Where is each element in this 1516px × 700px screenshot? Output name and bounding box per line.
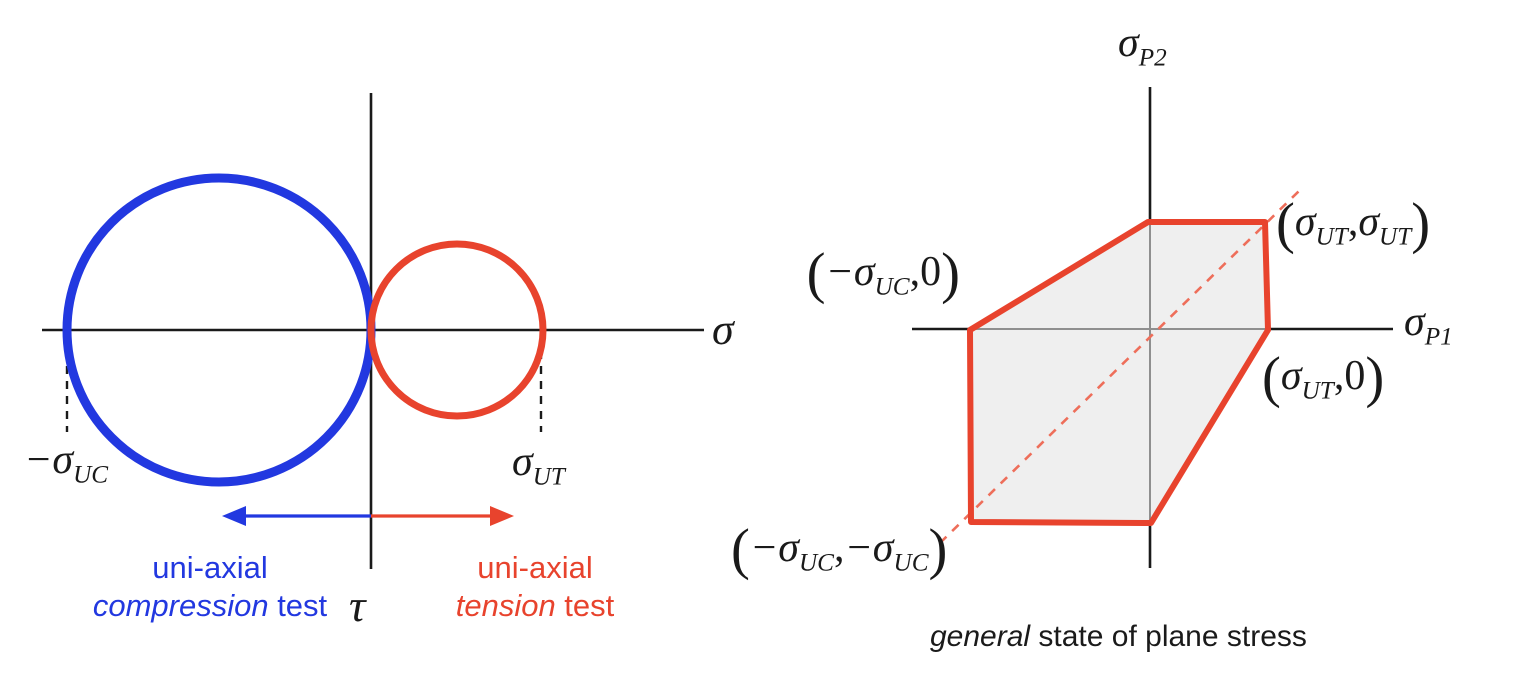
compression-caption-line2: compression test — [92, 588, 328, 623]
corner-label-neg-uc-neg-uc: (−σUC,−σUC) — [731, 518, 948, 581]
failure-envelope-outline — [967, 219, 1271, 526]
sigma-ut-label: σUT — [512, 439, 565, 491]
tau-axis-label: τ — [349, 580, 366, 631]
tension-caption-line2: tension test — [455, 588, 615, 623]
tension-test-caption: uni-axial tension test — [400, 549, 670, 625]
tension-mohr-circle — [367, 240, 547, 420]
sigma-axis-label: σ — [712, 305, 734, 354]
failure-envelope-fill — [970, 222, 1268, 523]
figure-caption: general state of plane stress — [930, 620, 1307, 653]
corner-label-ut-ut: (σUT,σUT) — [1276, 192, 1431, 255]
compression-arrowhead — [222, 506, 246, 526]
neg-sigma-uc-label: −σUC — [24, 437, 109, 489]
sigma-p2-axis-label: σP2 — [1118, 20, 1167, 72]
tension-caption-line1: uni-axial — [477, 550, 593, 585]
corner-label-neg-uc-0: (−σUC,0) — [806, 242, 960, 305]
tension-arrowhead — [490, 506, 514, 526]
compression-test-caption: uni-axial compression test — [75, 549, 345, 625]
compression-caption-line1: uni-axial — [152, 550, 268, 585]
corner-label-ut-0: (σUT,0) — [1262, 346, 1385, 409]
sigma-p1-axis-label: σP1 — [1404, 299, 1453, 351]
